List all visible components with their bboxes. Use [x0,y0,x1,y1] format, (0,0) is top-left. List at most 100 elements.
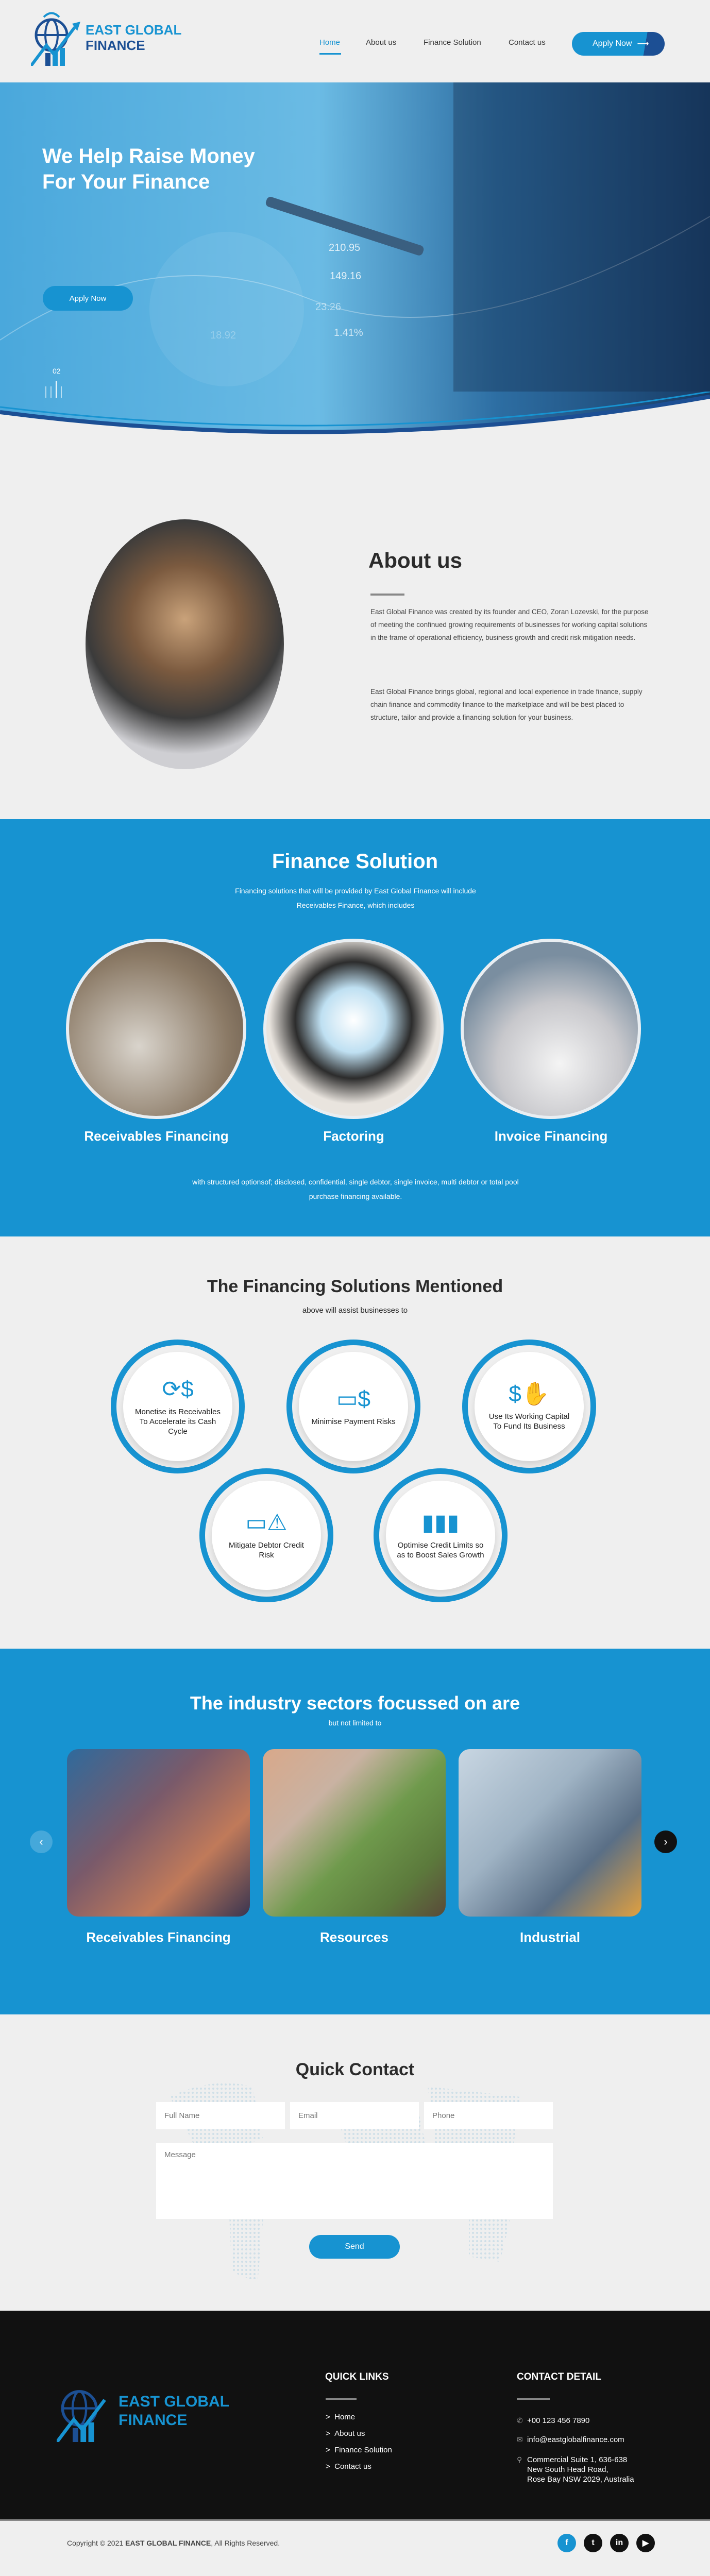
footer-logo-line1: EAST GLOBAL [119,2393,229,2410]
about-divider [370,594,404,596]
nav-home[interactable]: Home [319,38,341,55]
hero-wave-divider [0,392,710,451]
hero-bg-number: 1.41% [334,327,363,338]
quick-links-list: > Home > About us > Finance Solution > C… [326,2413,392,2471]
footer-logo[interactable]: EAST GLOBAL FINANCE [57,2380,229,2442]
address-line: New South Head Road, [527,2465,608,2474]
location-pin-icon: ⚲ [517,2455,522,2464]
benefit-label: Mitigate Debtor Credit Risk [229,1541,304,1560]
mail-icon: ✉ [517,2435,523,2444]
hero-apply-button[interactable]: Apply Now [43,286,133,311]
wallet-icon: ▭$ [336,1386,371,1412]
logo-line1: EAST GLOBAL [86,22,182,38]
footer-phone[interactable]: ✆+00 123 456 7890 [517,2416,589,2425]
site-header: EAST GLOBAL FINANCE Home About us Financ… [0,0,710,82]
copyright-brand: EAST GLOBAL FINANCE [125,2539,211,2547]
hero-background-graphic [0,82,710,392]
footer-link-home[interactable]: > Home [326,2413,392,2421]
facebook-icon[interactable]: f [557,2534,576,2552]
email-input[interactable] [290,2102,419,2129]
footer-link-finance-solution[interactable]: > Finance Solution [326,2446,392,2454]
phone-icon: ✆ [517,2416,523,2425]
apply-now-button[interactable]: Apply Now ⟶ [572,32,665,56]
footer-logo-text: EAST GLOBAL FINANCE [119,2393,229,2430]
footer-link-label: Home [334,2413,356,2421]
address-line: Commercial Suite 1, 636-638 [527,2455,628,2464]
hero-bg-number: 210.95 [329,242,361,253]
chevron-right-icon: > [326,2413,335,2421]
contact-detail-divider [517,2398,550,2400]
benefit-label: Use Its Working Capital To Fund Its Busi… [488,1412,570,1431]
linkedin-icon[interactable]: in [610,2534,629,2552]
receivables-financing-label: Receivables Financing [84,1128,229,1144]
factoring-image [263,939,444,1119]
benefit-label: Optimise Credit Limits so as to Boost Sa… [397,1541,484,1560]
send-button[interactable]: Send [309,2235,400,2259]
logo[interactable]: EAST GLOBAL FINANCE [31,9,181,66]
growth-chart-hand-icon: ▮▮▮ [421,1510,460,1535]
industry-card-label: Industrial [519,1929,580,1945]
slide-number: 02 [53,367,61,375]
hero-bg-number: 18.92 [210,330,236,341]
footer-link-contact[interactable]: > Contact us [326,2462,392,2471]
chevron-right-icon: > [326,2446,335,2454]
benefit-circle: ▭$ Minimise Payment Risks [286,1340,420,1473]
social-links: f t in ▶ [557,2534,655,2552]
copyright: Copyright © 2021 EAST GLOBAL FINANCE, Al… [67,2539,280,2547]
benefit-circle: ▭⚠Mitigate Debtor Credit Risk [199,1468,333,1602]
slide-indicator[interactable] [45,381,62,398]
benefit-label: Minimise Payment Risks [311,1417,396,1426]
about-paragraph-2: East Global Finance brings global, regio… [370,688,643,721]
footer-link-label: About us [334,2429,365,2438]
logo-line2: FINANCE [86,38,145,53]
phone-input[interactable] [424,2102,553,2129]
nav-contact[interactable]: Contact us [509,38,546,47]
footer-link-about[interactable]: > About us [326,2429,392,2438]
industry-card-image[interactable] [67,1749,250,1917]
industry-card-label: Resources [320,1929,388,1945]
industry-title: The industry sectors focussed on are [190,1692,520,1714]
hero-title-line1: We Help Raise Money [42,145,255,167]
industry-card-image[interactable] [263,1749,446,1917]
finance-solution-title: Finance Solution [272,850,438,873]
mentioned-title: The Financing Solutions Mentioned [207,1277,503,1296]
full-name-input[interactable] [156,2102,285,2129]
footer: EAST GLOBAL FINANCE QUICK LINKS > Home >… [0,2311,710,2519]
about-title: About us [368,548,462,572]
invoice-financing-label: Invoice Financing [494,1128,608,1144]
industry-card-image[interactable] [459,1749,641,1917]
twitter-icon[interactable]: t [584,2534,602,2552]
about-image-house-coins [86,519,284,769]
invoice-financing-image [461,939,641,1119]
youtube-icon[interactable]: ▶ [636,2534,655,2552]
hero-bg-number: 149.16 [330,270,362,282]
money-plant-icon: $✋ [509,1381,550,1406]
hero-banner: 210.95 149.16 23.26 1.41% 18.92 [0,82,710,448]
industry-subtitle: but not limited to [328,1719,382,1727]
copyright-prefix: Copyright © 2021 [67,2539,126,2547]
nav-finance-solution[interactable]: Finance Solution [424,38,481,47]
hero-title-line2: For Your Finance [42,171,210,193]
arrow-right-icon: ⟶ [637,40,649,48]
chevron-right-icon: > [326,2462,335,2471]
logo-text: EAST GLOBAL FINANCE [86,22,181,53]
factoring-label: Factoring [323,1128,384,1144]
carousel-next-button[interactable]: › [654,1831,677,1853]
receivables-financing-image [66,939,246,1119]
copyright-suffix: , All Rights Reserved. [211,2539,280,2547]
apply-now-label: Apply Now [593,39,632,48]
carousel-prev-button[interactable]: ‹ [30,1831,53,1853]
message-textarea[interactable] [156,2143,553,2219]
address-line: Rose Bay NSW 2029, Australia [527,2475,634,2484]
benefit-circle: ▮▮▮ Optimise Credit Limits so as to Boost… [374,1468,508,1602]
nav-about[interactable]: About us [366,38,397,47]
footer-link-label: Contact us [334,2462,371,2471]
chevron-right-icon: > [326,2429,335,2438]
mentioned-subtitle: above will assist businesses to [302,1306,408,1315]
contact-detail-title: CONTACT DETAIL [517,2371,601,2382]
money-cycle-icon: ⟳$ [162,1376,194,1402]
footer-logo-line2: FINANCE [119,2412,188,2429]
globe-growth-logo-icon [57,2390,106,2442]
footer-email[interactable]: ✉info@eastglobalfinance.com [517,2435,624,2444]
